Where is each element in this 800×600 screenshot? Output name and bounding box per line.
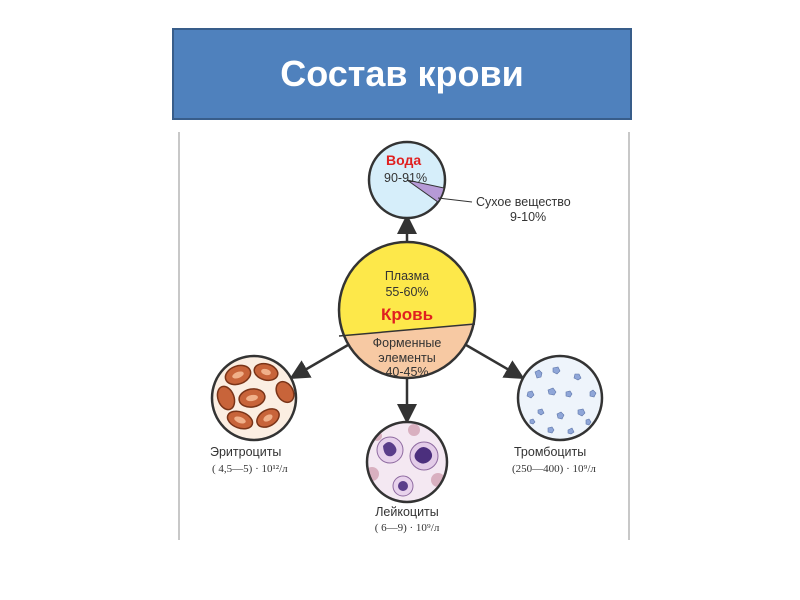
dry-matter-slice: [406, 179, 445, 203]
dry-matter-value: 9-10%: [510, 210, 546, 224]
arrow-to-erythrocytes: [289, 343, 349, 380]
platelets-image: [516, 354, 604, 442]
leukocytes-image: [365, 420, 449, 504]
slide-title-bar: Состав крови: [172, 28, 632, 120]
erythrocytes-image: [210, 354, 298, 442]
water-label: Вода: [386, 152, 421, 168]
formed-elements-value: 40-45%: [385, 365, 428, 379]
platelets-count: (250—400) · 10⁹/л: [512, 463, 596, 475]
dry-matter-leader: [437, 197, 473, 203]
formed-elements-label-1: Форменные: [373, 336, 442, 350]
frame-left-edge: [178, 132, 180, 540]
erythrocytes-count: ( 4,5—5) · 10¹²/л: [212, 463, 288, 475]
frame-right-edge: [628, 132, 630, 540]
platelets-label: Тромбоциты: [514, 445, 586, 459]
plasma-value: 55-60%: [385, 285, 428, 299]
center-divider: [338, 323, 476, 337]
dry-matter-label: Сухое вещество: [476, 195, 571, 209]
leukocytes-count: ( 6—9) · 10⁹/л: [375, 522, 440, 534]
slide-title: Состав крови: [280, 53, 524, 94]
plasma-label: Плазма: [385, 269, 429, 283]
leukocytes-label: Лейкоциты: [375, 505, 439, 519]
formed-elements-label-2: элементы: [378, 351, 436, 365]
erythrocytes-label: Эритроциты: [210, 445, 281, 459]
arrow-to-platelets: [465, 343, 525, 380]
water-value: 90-91%: [384, 171, 427, 185]
blood-label: Кровь: [381, 305, 433, 324]
water-pie: [367, 140, 447, 220]
